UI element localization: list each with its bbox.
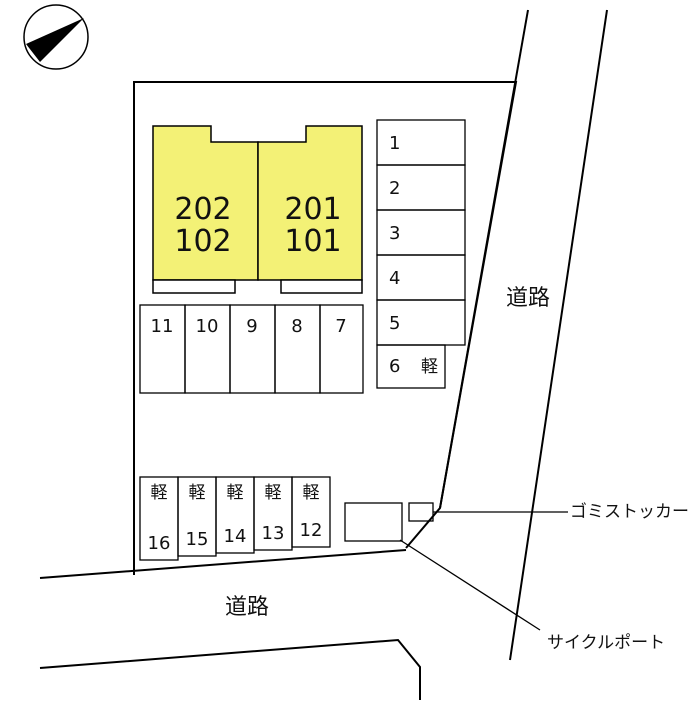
garbage-stocker-label: ゴミストッカー [570, 501, 689, 522]
parking-1-label: 1 [389, 133, 400, 154]
parking-6-kei-tag: 軽 [421, 357, 438, 377]
kei-15-label: 15 [186, 529, 209, 550]
parking-9-label: 9 [246, 316, 257, 337]
parking-5-label: 5 [389, 313, 400, 334]
compass [23, 4, 89, 70]
kei-13-tag: 軽 [265, 483, 282, 503]
unit-block-right [257, 125, 363, 281]
road-bottom-label: 道路 [225, 595, 269, 620]
parking-row-labels: 11 10 9 8 7 [151, 316, 347, 337]
road-right-right-edge [509, 9, 608, 661]
parking-space-7 [319, 304, 364, 394]
road-bottom-bottom-edge [39, 638, 421, 700]
kei-slots [139, 476, 331, 561]
parking-right-column [376, 119, 466, 389]
road-right-label: 道路 [506, 286, 550, 311]
parking-6-label: 6 [389, 356, 400, 377]
bicycle-callout-line [399, 539, 541, 631]
north-arrow-icon [26, 18, 84, 62]
road-right-left-edge [439, 9, 529, 509]
unit-201-label: 201 [284, 192, 341, 227]
compass-circle [23, 4, 89, 70]
parking-3-label: 3 [389, 223, 400, 244]
parking-space-6 [376, 344, 446, 389]
road-bottom-top-edge [39, 549, 407, 579]
unit-202-label: 202 [174, 192, 231, 227]
parking-right-labels: 1 2 3 4 5 6 軽 [389, 133, 438, 377]
kei-slot-labels: 軽 軽 軽 軽 軽 16 15 14 13 12 [148, 483, 323, 554]
kei-15-tag: 軽 [189, 483, 206, 503]
balcony-right [280, 279, 363, 294]
building: 202 102 201 101 [152, 125, 363, 294]
parking-10-label: 10 [196, 316, 219, 337]
kei-12-tag: 軽 [303, 483, 320, 503]
parking-row [139, 304, 364, 394]
unit-102-label: 102 [174, 224, 231, 259]
bicycle-port [344, 502, 403, 542]
balcony-left [152, 279, 236, 294]
kei-16-tag: 軽 [151, 483, 168, 503]
facilities [344, 502, 568, 631]
kei-14-tag: 軽 [227, 483, 244, 503]
parking-8-label: 8 [291, 316, 302, 337]
lot-and-roads [39, 9, 608, 700]
kei-14-label: 14 [224, 526, 247, 547]
garbage-stocker [408, 502, 434, 522]
parking-7-label: 7 [335, 316, 346, 337]
parking-2-label: 2 [389, 178, 400, 199]
unit-101-label: 101 [284, 224, 341, 259]
bicycle-port-label: サイクルポート [547, 633, 665, 653]
kei-12-label: 12 [300, 520, 323, 541]
kei-13-label: 13 [262, 523, 285, 544]
kei-slot-12 [291, 476, 331, 548]
parking-4-label: 4 [389, 268, 400, 289]
kei-16-label: 16 [148, 533, 171, 554]
parking-11-label: 11 [151, 316, 174, 337]
